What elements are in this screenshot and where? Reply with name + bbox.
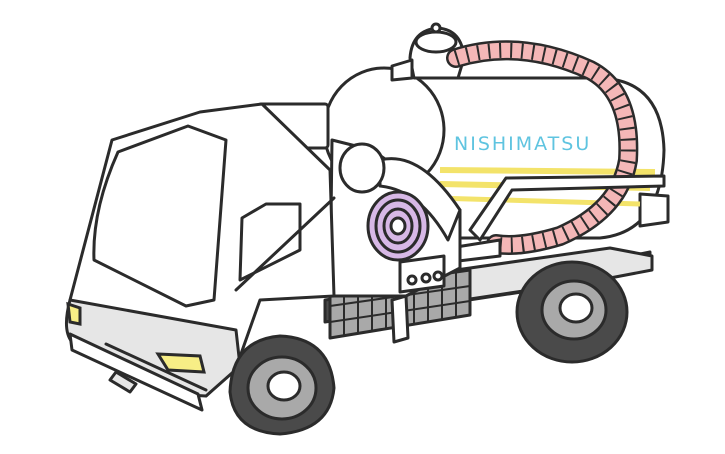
hose-reel-assembly (256, 102, 462, 344)
windshield (92, 124, 228, 308)
rear-wheel (515, 260, 629, 364)
side-window (238, 202, 302, 282)
front-wheel (228, 334, 336, 436)
truck-cab (65, 102, 336, 412)
pipe-arm (448, 174, 666, 264)
headlight-left (66, 301, 82, 326)
headlight-right (155, 352, 206, 374)
suction-hose (446, 40, 639, 255)
tank-brand-text: NISHIMATSU (454, 133, 591, 155)
